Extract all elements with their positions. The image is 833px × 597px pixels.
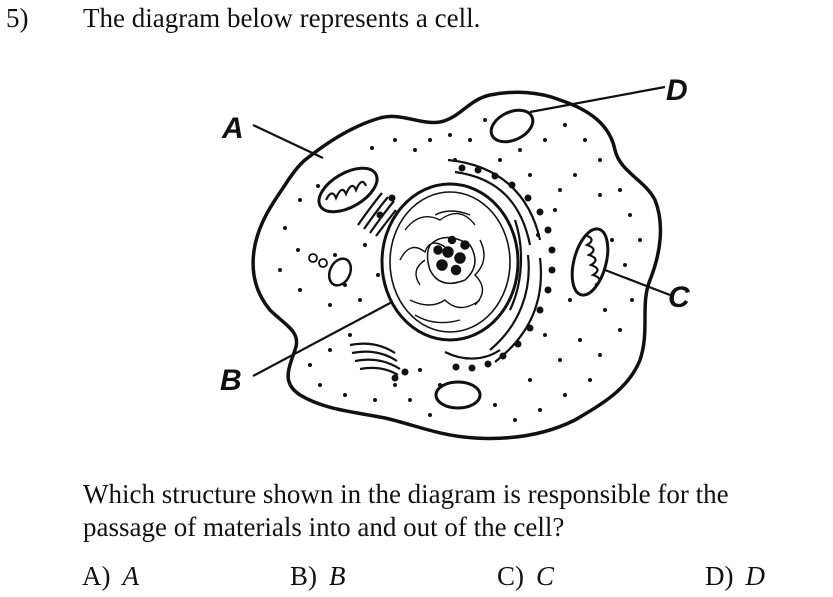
mitochondrion-right (570, 227, 610, 297)
choice-letter: C) (497, 561, 524, 591)
leader-line-d (529, 85, 666, 114)
leader-line-c (604, 268, 671, 297)
question-intro: The diagram below represents a cell. (83, 3, 481, 33)
prompt-line: Which structure shown in the diagram is … (83, 479, 729, 509)
choice-letter: A) (82, 561, 111, 591)
vacuole-small (327, 257, 353, 287)
vacuole-d (489, 108, 535, 144)
endoplasmic-reticulum (444, 158, 542, 363)
nucleolus (426, 235, 476, 285)
vesicle (318, 258, 328, 268)
choice-letter: B) (290, 561, 317, 591)
choice-letter: D) (705, 561, 734, 591)
label-d: D (666, 74, 688, 107)
label-c: C (668, 281, 691, 314)
choice-b[interactable]: B) B (290, 559, 346, 593)
golgi-upper (357, 192, 397, 237)
leader-line-b (252, 301, 393, 377)
nucleus (380, 182, 520, 342)
choice-a[interactable]: A) A (82, 559, 139, 593)
choice-d[interactable]: D) D (705, 559, 765, 593)
answer-choices: A) A B) B C) C D) D (0, 559, 833, 595)
choice-c[interactable]: C) C (497, 559, 554, 593)
leader-line-a (252, 124, 324, 159)
golgi-lower (349, 342, 401, 376)
label-b: B (220, 364, 242, 397)
question-number: 5) (6, 3, 29, 33)
label-a: A (221, 112, 244, 145)
vesicle (308, 253, 318, 263)
vacuole-bottom (434, 380, 482, 410)
choice-text: D (745, 561, 766, 591)
ribosomes (376, 164, 556, 382)
prompt-line: passage of materials into and out of the… (83, 512, 565, 542)
mitochondrion-left (317, 166, 379, 214)
choice-text: B (329, 561, 346, 591)
question-prompt: Which structure shown in the diagram is … (83, 478, 833, 544)
choice-text: A (122, 561, 140, 591)
choice-text: C (536, 561, 555, 591)
